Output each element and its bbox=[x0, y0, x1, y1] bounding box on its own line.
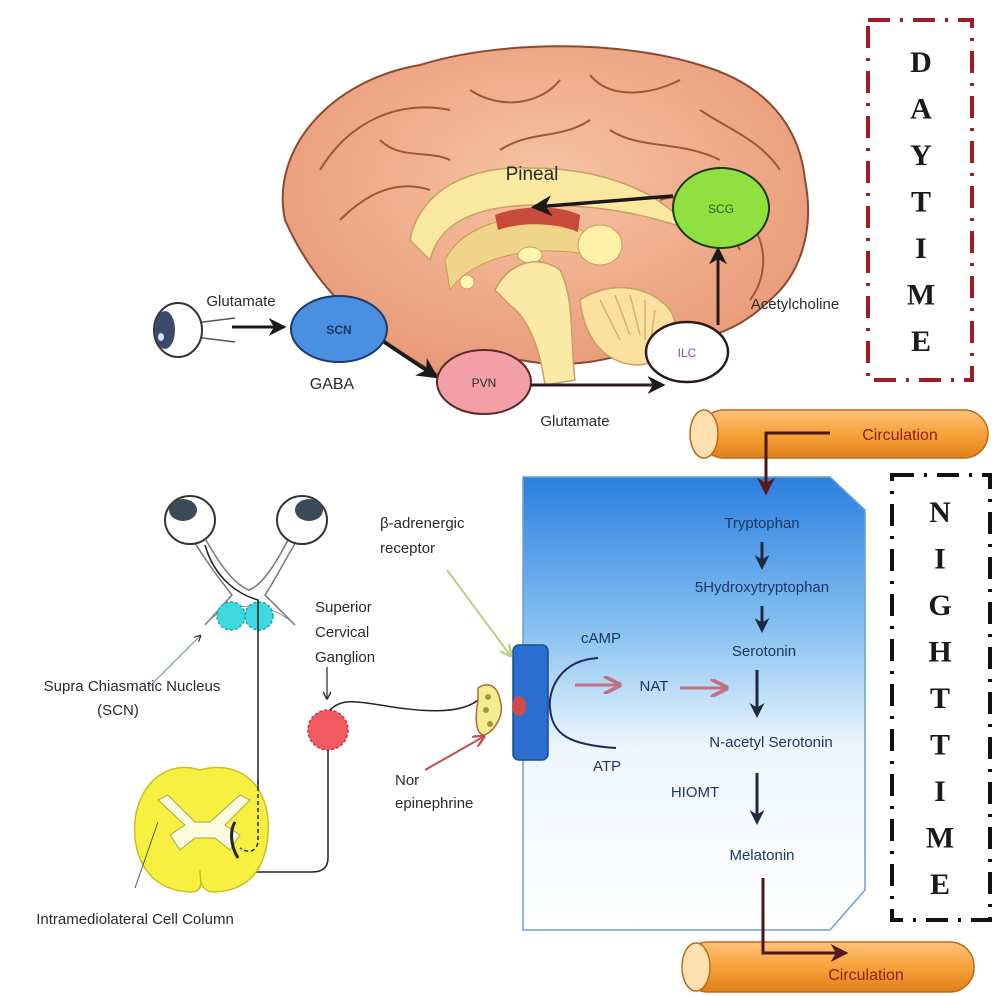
spinal-cord-cross-section bbox=[133, 766, 269, 893]
circulation-bottom-label: Circulation bbox=[828, 967, 904, 984]
beta-receptor-label-line2: receptor bbox=[380, 540, 435, 557]
edge-label-acetylcholine: Acetylcholine bbox=[751, 296, 839, 313]
node-pvn: PVN bbox=[436, 349, 532, 415]
vesicle bbox=[487, 721, 493, 727]
nighttime-banner-letter: I bbox=[934, 543, 946, 576]
node-ilc: ILC bbox=[644, 320, 730, 384]
arrow-scn-to-pvn bbox=[383, 340, 439, 379]
edge-label-glutamate-pvn-ilc: Glutamate bbox=[540, 413, 609, 430]
edge-label-glutamate-eye-scn: Glutamate bbox=[206, 293, 275, 310]
melatonin-pathway: Tryptophan 5Hydroxytryptophan Serotonin … bbox=[695, 515, 833, 864]
pathway-n-acetyl-serotonin: N-acetyl Serotonin bbox=[709, 734, 832, 751]
optic-chiasm-illustration bbox=[164, 495, 328, 870]
enzyme-hiomt: HIOMT bbox=[671, 784, 719, 801]
retinal-nerve-path bbox=[204, 544, 259, 870]
beta-receptor-pointer bbox=[446, 569, 510, 655]
daytime-banner-letter: D bbox=[910, 46, 932, 79]
iml-label: Intramediolateral Cell Column bbox=[36, 911, 234, 928]
daytime-banner-letter: E bbox=[911, 325, 931, 358]
sympathetic-nerve bbox=[329, 699, 479, 712]
daytime-banner-letter: I bbox=[915, 232, 927, 265]
left-pupil bbox=[169, 499, 197, 521]
receptor-binding-site bbox=[512, 696, 526, 716]
pineal-label: Pineal bbox=[506, 164, 559, 185]
beta-receptor-label-line1: β-adrenergic bbox=[380, 515, 465, 532]
circulation-top-label: Circulation bbox=[862, 427, 938, 444]
node-scg-label: SCG bbox=[708, 202, 734, 216]
vesicle bbox=[485, 694, 491, 700]
daytime-banner-letter: A bbox=[910, 93, 932, 126]
scg-label-line1: Superior bbox=[315, 599, 372, 616]
node-ilc-label: ILC bbox=[678, 346, 697, 360]
arrow-circulation-to-tryptophan bbox=[757, 431, 830, 496]
circulation-vessel-bottom: Circulation bbox=[681, 941, 975, 993]
camp-atp-curve bbox=[548, 657, 617, 749]
nighttime-banner-letter: T bbox=[930, 682, 950, 715]
pinealocyte-cell bbox=[522, 476, 866, 931]
nighttime-banner-letter: G bbox=[928, 589, 951, 622]
scn-pointer bbox=[149, 636, 200, 687]
nighttime-banner-letter: T bbox=[930, 729, 950, 762]
pathway-melatonin: Melatonin bbox=[729, 847, 794, 864]
scn-left-nucleus bbox=[216, 601, 246, 631]
daytime-banner-letter: T bbox=[911, 186, 931, 219]
right-pupil bbox=[295, 499, 323, 521]
daytime-banner-border bbox=[866, 18, 974, 382]
superior-cervical-ganglion bbox=[307, 709, 349, 751]
atp-label: ATP bbox=[593, 758, 621, 775]
node-pvn-label: PVN bbox=[472, 376, 497, 390]
nighttime-banner-letter: I bbox=[934, 775, 946, 808]
eye-icon bbox=[153, 302, 236, 358]
scn-right-nucleus bbox=[244, 601, 274, 631]
enzyme-nat: NAT bbox=[640, 678, 669, 695]
scg-label-line2: Cervical bbox=[315, 624, 369, 641]
norepinephrine-pointer bbox=[424, 737, 483, 771]
scn-label-line2: (SCN) bbox=[97, 702, 139, 719]
nighttime-banner-border bbox=[890, 473, 992, 922]
node-scn-label: SCN bbox=[326, 323, 351, 337]
scg-label-line3: Ganglion bbox=[315, 649, 375, 666]
preganglionic-nerve bbox=[252, 750, 329, 873]
pathway-tryptophan: Tryptophan bbox=[724, 515, 799, 532]
vesicle bbox=[483, 707, 489, 713]
daytime-banner-letter: Y bbox=[910, 139, 932, 172]
scn-label-line1: Supra Chiasmatic Nucleus bbox=[44, 678, 221, 695]
nighttime-banner-letter: H bbox=[928, 636, 951, 669]
daytime-banner-letter: M bbox=[907, 279, 935, 312]
camp-label: cAMP bbox=[581, 630, 621, 647]
pathway-5-hydroxytryptophan: 5Hydroxytryptophan bbox=[695, 579, 829, 596]
nighttime-banner-letter: E bbox=[930, 868, 950, 901]
pathway-serotonin: Serotonin bbox=[732, 643, 796, 660]
iml-pointer bbox=[134, 821, 159, 889]
norepinephrine-label-line1: Nor bbox=[395, 772, 419, 789]
node-scn: SCN bbox=[290, 295, 388, 363]
norepinephrine-label-line2: epinephrine bbox=[395, 795, 473, 812]
node-scg: SCG bbox=[672, 167, 770, 249]
arrow-into-circulation bbox=[761, 940, 849, 962]
arrow-scg-to-pineal bbox=[530, 194, 674, 217]
circulation-vessel-top: Circulation bbox=[689, 409, 989, 459]
edge-label-gaba: GABA bbox=[310, 376, 355, 393]
nighttime-banner-letter: M bbox=[926, 822, 954, 855]
nighttime-banner-letter: N bbox=[929, 496, 951, 529]
